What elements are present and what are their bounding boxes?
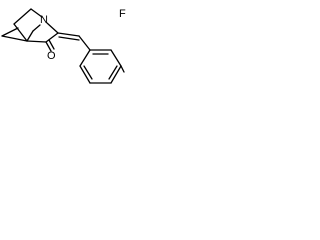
ring-bond-3 — [110, 65, 122, 84]
bond-bridgehead-left — [1, 35, 28, 42]
ring-inner-bond-2 — [108, 65, 118, 80]
bond-left-ch2 — [1, 27, 19, 37]
nitrogen-label: N — [40, 14, 48, 26]
ring-bond-6 — [79, 49, 91, 67]
bond-carbonyl-alpha-c — [45, 32, 59, 43]
ring-bond-5 — [79, 65, 91, 84]
fluorine-label: F — [119, 8, 126, 20]
carbonyl-group — [45, 39, 55, 52]
carbonyl-bond-b — [48, 39, 55, 50]
alkene-bond-b — [58, 36, 80, 41]
quinuclidine-cage — [1, 8, 59, 43]
exocyclic-alkene — [57, 32, 80, 41]
ring-bond-2 — [110, 49, 122, 67]
bond-n-alpha-c — [46, 22, 59, 34]
atom-labels: N O F — [40, 8, 126, 62]
bond-vinyl-ring — [78, 35, 91, 51]
ring-inner-bond-3 — [83, 65, 93, 80]
bond-ch2-bridgehead — [13, 23, 28, 42]
bond-n-ch2-top — [30, 8, 43, 18]
bond-ring-fluorine — [120, 65, 125, 73]
alkene-bond-a — [57, 32, 80, 37]
bond-ch2-top-ch2 — [13, 8, 32, 25]
carbonyl-bond-a — [45, 41, 52, 52]
bond-bridgehead-carbonyl-c — [26, 40, 47, 43]
chemical-structure: N O F — [1, 8, 126, 84]
oxygen-label: O — [47, 50, 56, 62]
fluorophenyl-ring — [78, 35, 125, 84]
bond-n-ch2-back — [32, 24, 41, 32]
bond-back-bridgehead — [26, 30, 34, 42]
